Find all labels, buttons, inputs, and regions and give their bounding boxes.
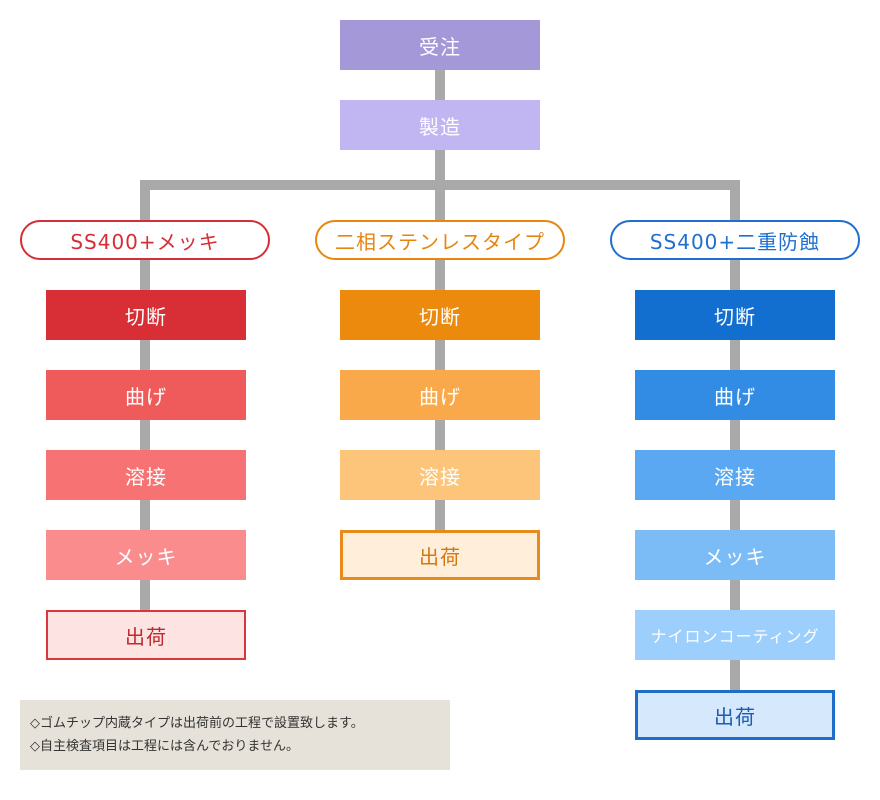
note-line-2: ◇自主検査項目は工程には含んでおりません。 (30, 739, 299, 754)
connector-right-trunk (730, 180, 740, 690)
order-step: 受注 (340, 20, 540, 70)
left-step-welding: 溶接 (46, 450, 246, 500)
column-title-ss400-plating: SS400+メッキ (20, 220, 270, 260)
right-step-shipping: 出荷 (635, 690, 835, 740)
right-step-cutting: 切断 (635, 290, 835, 340)
left-step-cutting: 切断 (46, 290, 246, 340)
middle-step-bending: 曲げ (340, 370, 540, 420)
note-line-1: ◇ゴムチップ内蔵タイプは出荷前の工程で設置致します。 (30, 716, 364, 731)
right-step-bending: 曲げ (635, 370, 835, 420)
middle-step-welding: 溶接 (340, 450, 540, 500)
column-title-duplex-stainless: 二相ステンレスタイプ (315, 220, 565, 260)
middle-step-shipping: 出荷 (340, 530, 540, 580)
notes-panel: ◇ゴムチップ内蔵タイプは出荷前の工程で設置致します。 ◇自主検査項目は工程には含… (20, 700, 450, 770)
right-step-nylon-coating: ナイロンコーティング (635, 610, 835, 660)
right-step-plating: メッキ (635, 530, 835, 580)
left-step-plating: メッキ (46, 530, 246, 580)
left-step-bending: 曲げ (46, 370, 246, 420)
column-title-ss400-double-corrosion: SS400+二重防蝕 (610, 220, 860, 260)
manufacturing-step: 製造 (340, 100, 540, 150)
middle-step-cutting: 切断 (340, 290, 540, 340)
connector-middle-trunk (435, 180, 445, 530)
right-step-welding: 溶接 (635, 450, 835, 500)
left-step-shipping: 出荷 (46, 610, 246, 660)
